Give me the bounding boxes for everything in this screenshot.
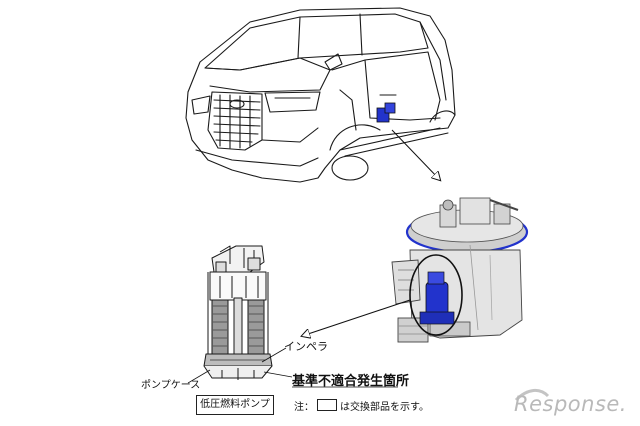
callout-arrow-icon <box>302 299 411 336</box>
response-watermark: Response. <box>514 392 627 416</box>
fuel-pump-module-illustration <box>391 197 529 343</box>
defect-location-leader <box>263 371 293 378</box>
low-pressure-pump-label: 低圧燃料ポンプ <box>196 395 274 415</box>
legend-note: 注： は交換部品を示す。 <box>294 398 429 413</box>
brand-logo-swoosh <box>514 389 550 402</box>
pump-case-leader <box>187 369 211 384</box>
note-suffix: は交換部品を示す。 <box>340 402 429 413</box>
impeller-leader <box>261 347 287 363</box>
fuel-pump-location-marker <box>376 102 396 123</box>
minivan-illustration <box>185 7 456 183</box>
note-prefix: 注： <box>294 402 314 413</box>
low-pressure-fuel-pump-cutaway <box>203 245 273 380</box>
replacement-part-key-box <box>317 399 337 411</box>
defect-location-label: 基準不適合発生箇所 <box>292 374 410 389</box>
impeller-label: インペラ <box>284 340 328 353</box>
pump-case-label: ポンプケース <box>141 380 201 391</box>
callout-arrow-icon <box>391 129 440 180</box>
